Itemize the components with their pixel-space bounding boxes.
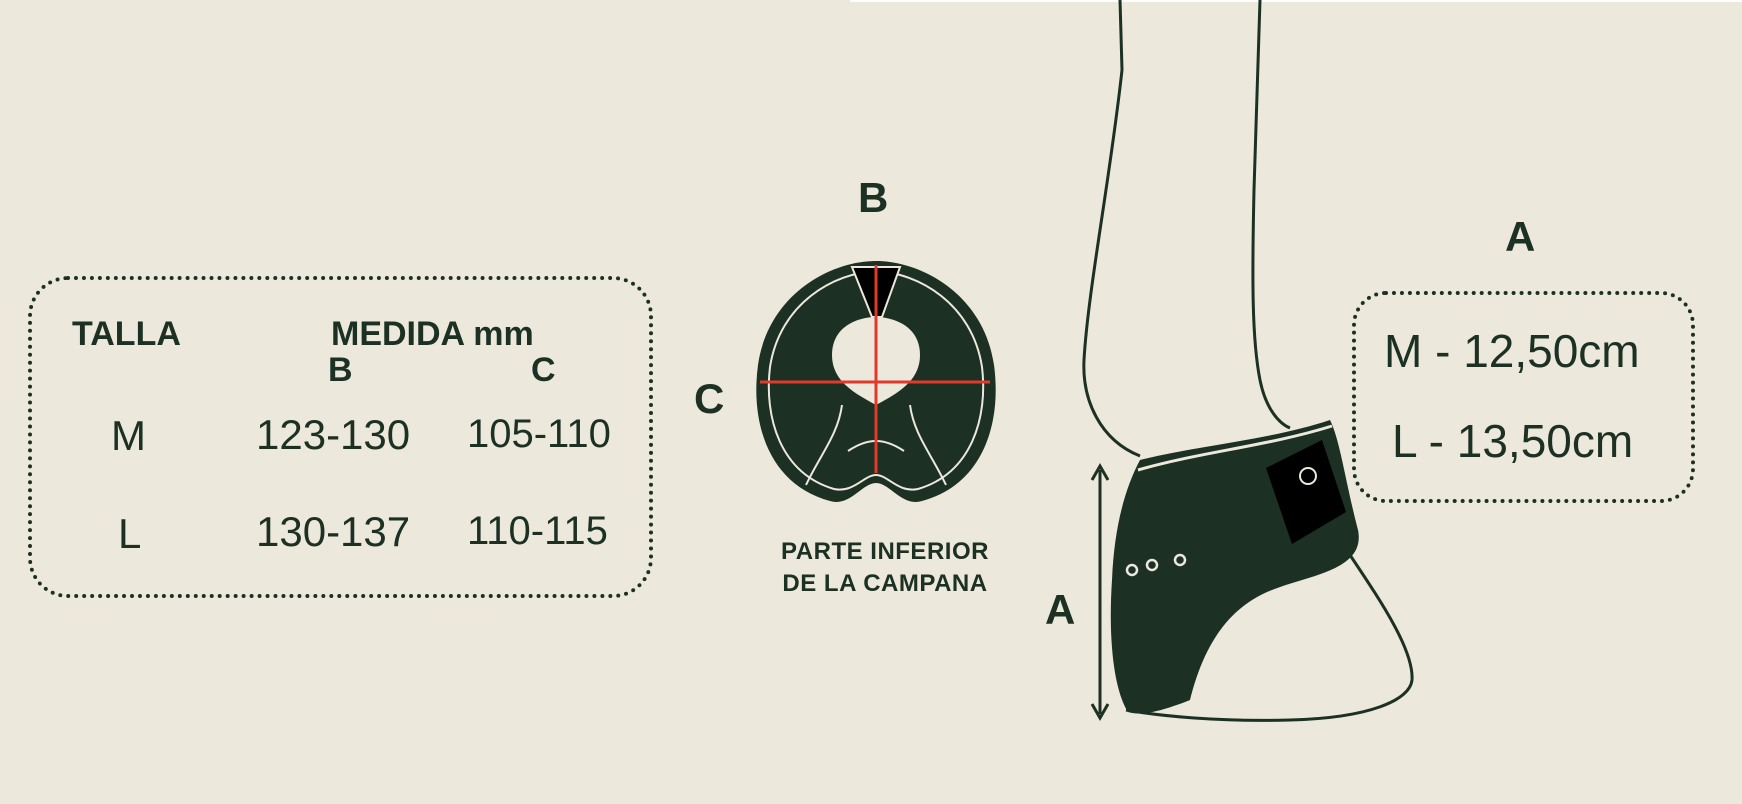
col-b-header: B	[328, 351, 353, 389]
caption-line1: PARTE INFERIOR	[781, 538, 989, 565]
row-m-c-value: 105-110	[467, 412, 611, 456]
leg-outline	[1082, 0, 1141, 458]
rivet-1	[1125, 563, 1139, 577]
strap-logo-icon	[1299, 467, 1317, 485]
rivet-3	[1173, 553, 1187, 567]
leg-outline-back	[1251, 0, 1291, 430]
arrow-head-top	[1090, 462, 1110, 481]
measure-line-m: M - 12,50cm	[1384, 325, 1640, 377]
row-size-m: M	[111, 412, 146, 459]
label-a-box: A	[1505, 213, 1536, 260]
col-c-header: C	[531, 351, 556, 389]
size-table-box	[28, 276, 653, 598]
arrow-head-bottom	[1090, 703, 1110, 722]
measure-line-l: L - 13,50cm	[1392, 415, 1634, 467]
bell-boot-illustration	[1082, 0, 1414, 722]
rivet-2	[1145, 558, 1159, 572]
label-b: B	[858, 174, 889, 221]
talla-header: TALLA	[72, 315, 181, 353]
hoof-underside-diagram	[756, 261, 996, 502]
measure-box	[1352, 291, 1695, 503]
boot-top-rim	[1137, 424, 1333, 472]
hoof-outline	[1125, 554, 1414, 722]
medida-header: MEDIDA mm	[331, 315, 534, 353]
label-c: C	[694, 375, 725, 422]
hoof-inner-outline	[767, 269, 985, 491]
caption-line2: DE LA CAMPANA	[782, 570, 988, 597]
row-m-b-value: 123-130	[256, 411, 411, 458]
top-edge-strip	[850, 0, 1742, 2]
row-l-b-value: 130-137	[256, 508, 411, 555]
row-l-c-value: 110-115	[467, 509, 608, 553]
boot-strap	[1266, 440, 1346, 544]
label-a-height: A	[1045, 586, 1076, 633]
row-size-l: L	[118, 510, 142, 557]
